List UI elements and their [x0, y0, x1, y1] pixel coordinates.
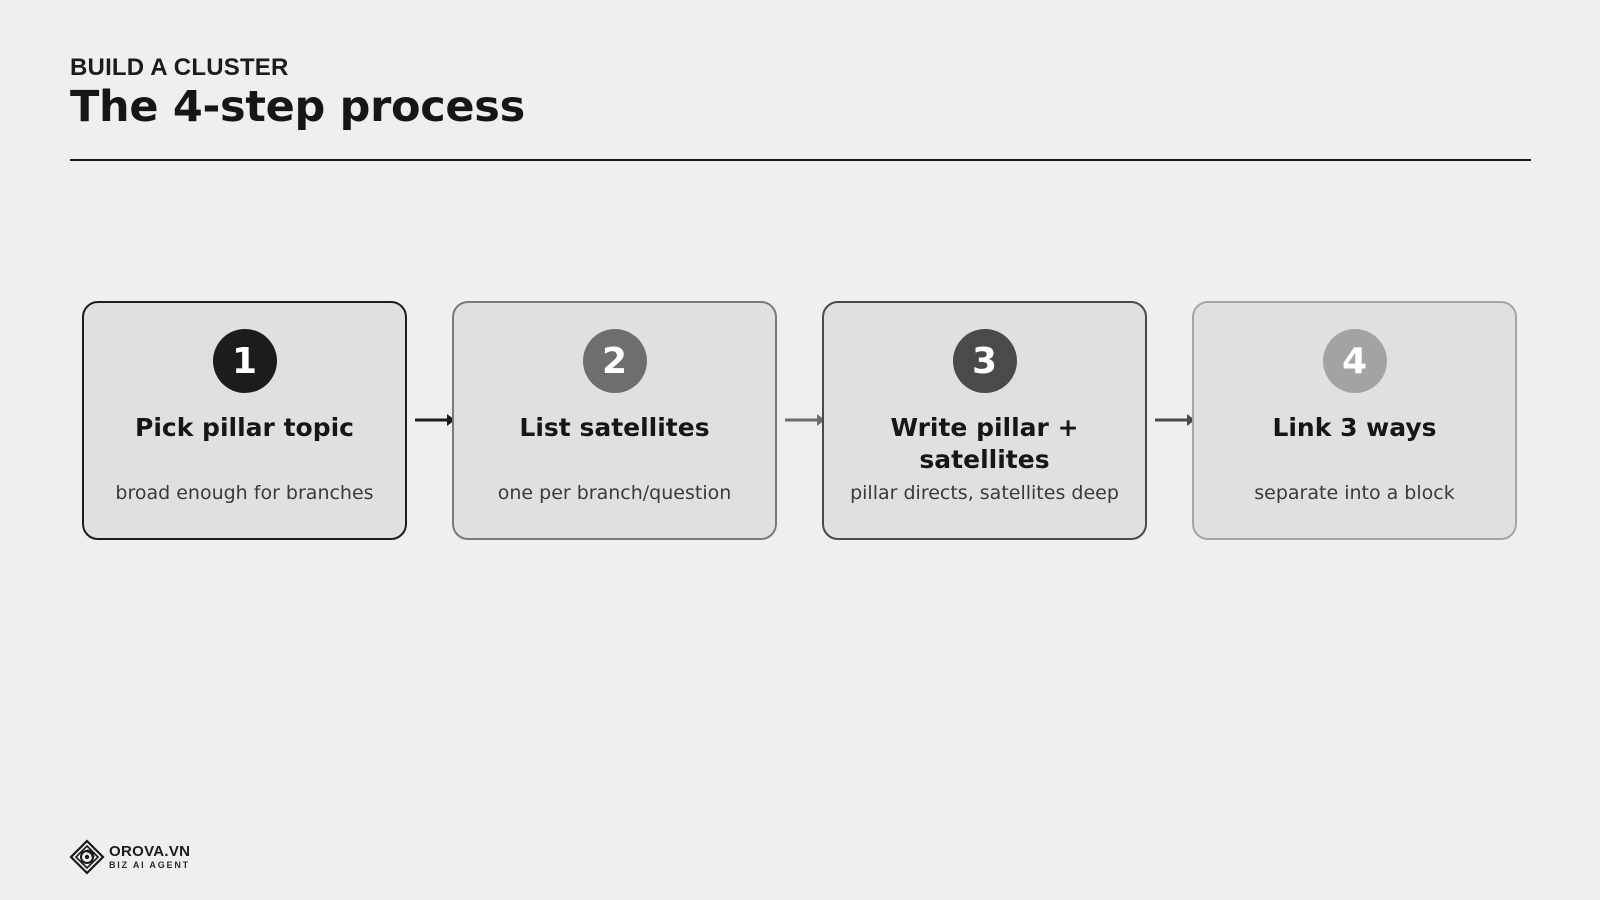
arrow-right-icon	[1155, 414, 1195, 426]
step-number-badge: 3	[952, 329, 1017, 393]
step-card-1: 1 Pick pillar topic broad enough for bra…	[82, 301, 407, 540]
step-title: List satellites	[519, 413, 710, 442]
step-description: separate into a block	[1254, 482, 1455, 504]
page-title: The 4-step process	[70, 82, 525, 132]
step-card-3: 3 Write pillar + satellites pillar direc…	[822, 301, 1147, 540]
step-description: one per branch/question	[497, 482, 732, 504]
step-title: Write pillar + satellites	[890, 413, 1079, 474]
step-number-badge: 4	[1322, 329, 1387, 393]
brand-name: OROVA.VN	[109, 843, 191, 860]
title-divider	[70, 159, 1531, 161]
step-description: pillar directs, satellites deep	[850, 482, 1119, 504]
step-number-badge: 1	[212, 329, 277, 393]
step-number-badge: 2	[582, 329, 647, 393]
brand-tagline: BIZ AI AGENT	[109, 860, 190, 870]
spiral-diamond-icon	[69, 839, 105, 875]
arrow-right-icon	[785, 414, 825, 426]
step-description: broad enough for branches	[115, 482, 374, 504]
arrow-right-icon	[415, 414, 455, 426]
step-title: Link 3 ways	[1272, 413, 1437, 442]
brand-logo: OROVA.VN BIZ AI AGENT	[69, 839, 190, 875]
step-title: Pick pillar topic	[135, 413, 354, 442]
step-card-4: 4 Link 3 ways separate into a block	[1192, 301, 1517, 540]
step-card-2: 2 List satellites one per branch/questio…	[452, 301, 777, 540]
section-kicker: BUILD A CLUSTER	[70, 54, 289, 81]
